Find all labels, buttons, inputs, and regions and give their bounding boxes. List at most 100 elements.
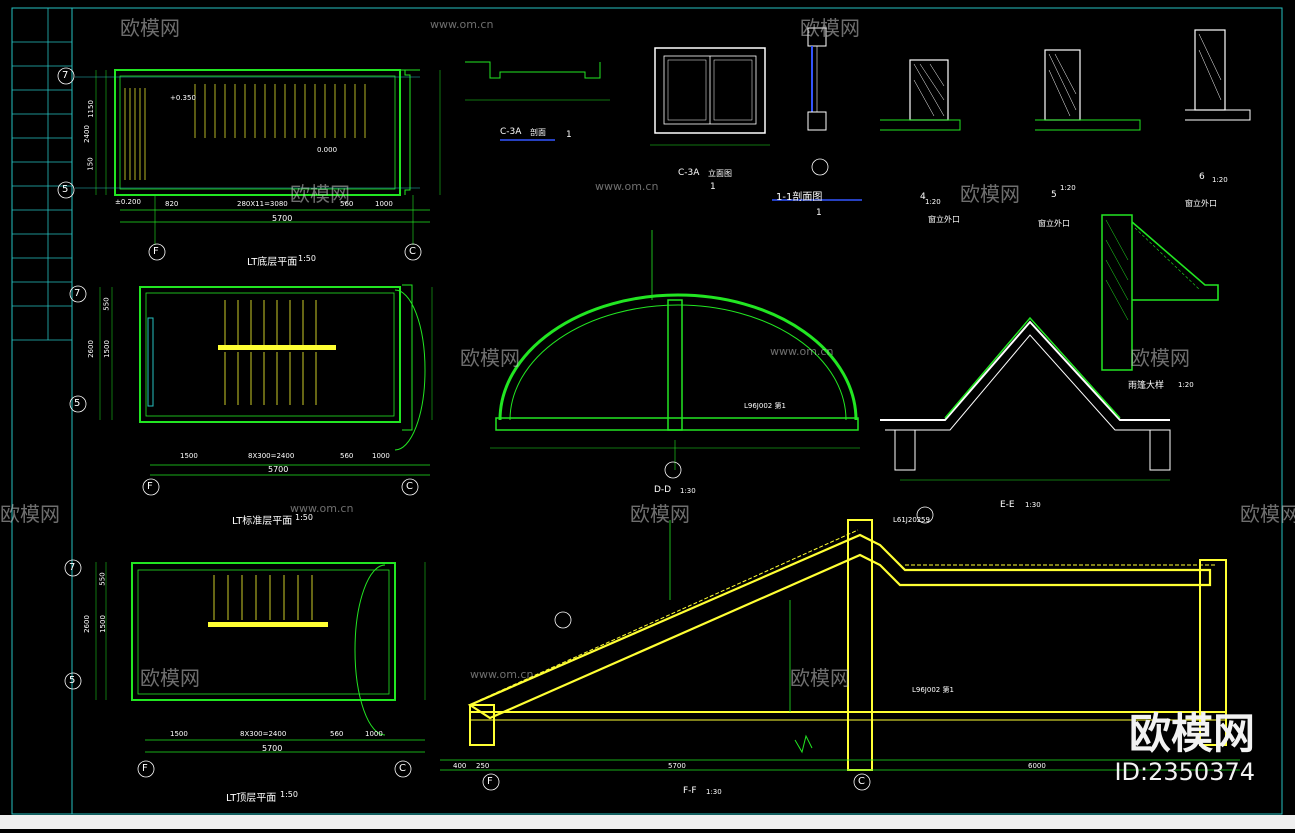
watermark-url-3: www.om.cn bbox=[770, 345, 834, 358]
ground-plan-vdim-2: 1150 bbox=[86, 100, 95, 118]
watermark-6: 欧模网 bbox=[1130, 346, 1190, 370]
section-ff-dim-4: 6000 bbox=[1028, 762, 1046, 770]
ground-plan-dim-2: 280X11=3080 bbox=[237, 200, 288, 208]
sheet-border bbox=[11, 7, 1283, 815]
c3a-section-subtitle: 剖面 bbox=[530, 128, 546, 137]
detail-5-scale: 1:20 bbox=[1060, 184, 1076, 192]
section-ff-grid-f: F bbox=[487, 776, 493, 787]
window-c3a-section bbox=[465, 61, 610, 141]
grid-bubbles bbox=[57, 67, 871, 791]
standard-plan-dim-3: 560 bbox=[340, 452, 354, 460]
top-plan-scale: 1:50 bbox=[280, 790, 298, 799]
section-dd-scale: 1:30 bbox=[680, 487, 696, 495]
lt-ground-plan bbox=[75, 69, 430, 245]
section-ff-note: L96J002 第1 bbox=[912, 686, 954, 694]
section-ff-scale: 1:30 bbox=[706, 788, 722, 796]
ground-plan-grid-f: F bbox=[153, 246, 159, 257]
section-ff bbox=[440, 506, 1240, 771]
section-1-1 bbox=[772, 27, 862, 201]
standard-plan-dim-2: 8X300=2400 bbox=[248, 452, 295, 460]
watermark-2: 欧模网 bbox=[800, 16, 860, 40]
section-ff-ref: L61J202 bbox=[893, 516, 922, 524]
top-plan-grid-f: F bbox=[142, 763, 148, 774]
ground-plan-grid-c: C bbox=[409, 246, 416, 257]
top-plan-grid-5: 5 bbox=[69, 675, 76, 686]
c3a-elevation-title: C-3A bbox=[678, 168, 700, 178]
ground-plan-level-1: +0.350 bbox=[170, 94, 196, 102]
top-plan-vdim-3: 550 bbox=[98, 572, 107, 586]
ground-plan-level-3: 0.000 bbox=[317, 146, 338, 154]
detail-4 bbox=[880, 59, 961, 131]
top-plan-dim-3: 560 bbox=[330, 730, 344, 738]
standard-plan-vdim-3: 550 bbox=[102, 297, 111, 311]
watermark-11: 欧模网 bbox=[790, 666, 850, 690]
section-ff-dim-2: 250 bbox=[476, 762, 490, 770]
standard-plan-grid-f: F bbox=[147, 481, 153, 492]
top-plan-title: LT顶层平面 bbox=[226, 793, 277, 804]
watermark-3: 欧模网 bbox=[290, 182, 350, 206]
watermark-url-1: www.om.cn bbox=[430, 18, 494, 31]
detail-6-scale: 1:20 bbox=[1212, 176, 1228, 184]
ground-plan-vdim-1: 2400 bbox=[82, 125, 91, 143]
c3a-elevation-num: 1 bbox=[710, 182, 716, 192]
standard-plan-grid-5: 5 bbox=[74, 398, 81, 409]
detail-6-num: 6 bbox=[1199, 172, 1205, 182]
section-dd-note: L96J002 第1 bbox=[744, 402, 786, 410]
watermark-url-5: www.om.cn bbox=[470, 668, 534, 681]
ground-plan-dim-4: 1000 bbox=[375, 200, 393, 208]
canopy-detail bbox=[1101, 214, 1219, 371]
ground-plan-dim-1: 820 bbox=[165, 200, 179, 208]
ground-plan-dim-3: 560 bbox=[340, 200, 354, 208]
section-ff-ref-num: 59 bbox=[921, 516, 930, 524]
ground-plan-title: LT底层平面 bbox=[247, 257, 298, 268]
detail-6-title: 窗立外口 bbox=[1185, 199, 1217, 208]
canopy-scale: 1:20 bbox=[1178, 381, 1194, 389]
detail-4-num: 4 bbox=[920, 192, 926, 202]
standard-plan-grid-7: 7 bbox=[74, 288, 81, 299]
top-plan-dim-4: 1000 bbox=[365, 730, 383, 738]
watermark-url-2: www.om.cn bbox=[595, 180, 659, 193]
ground-plan-total-dim: 5700 bbox=[272, 214, 293, 223]
top-plan-vdim-2: 1500 bbox=[98, 615, 107, 633]
brand-id: ID:2350374 bbox=[1114, 758, 1255, 786]
watermark-4: 欧模网 bbox=[960, 182, 1020, 206]
ground-plan-grid-5: 5 bbox=[62, 184, 69, 195]
detail-4-title: 窗立外口 bbox=[928, 215, 960, 224]
bottom-watermark-strip bbox=[0, 815, 1295, 829]
watermark-1: 欧模网 bbox=[120, 16, 180, 40]
canopy-title: 雨篷大样 bbox=[1128, 381, 1165, 391]
detail-5 bbox=[1035, 49, 1141, 131]
ground-plan-scale: 1:50 bbox=[298, 254, 316, 263]
top-plan-dim-2: 8X300=2400 bbox=[240, 730, 287, 738]
section-1-1-num: 1 bbox=[816, 208, 822, 218]
section-ff-dim-3: 5700 bbox=[668, 762, 686, 770]
watermark-5: 欧模网 bbox=[460, 346, 520, 370]
detail-4-scale: 1:20 bbox=[925, 198, 941, 206]
watermark-9: 欧模网 bbox=[1240, 502, 1295, 526]
section-dd-title: D-D bbox=[654, 485, 672, 495]
top-plan-grid-c: C bbox=[399, 763, 406, 774]
standard-plan-grid-c: C bbox=[406, 481, 413, 492]
lt-top-plan bbox=[131, 562, 425, 753]
c3a-section-num: 1 bbox=[566, 130, 572, 140]
section-1-1-title: 1-1剖面图 bbox=[776, 192, 823, 203]
section-dd bbox=[490, 230, 860, 470]
standard-plan-dim-1: 1500 bbox=[180, 452, 198, 460]
watermark-url-4: www.om.cn bbox=[290, 502, 354, 515]
top-plan-dim-1: 1500 bbox=[170, 730, 188, 738]
ground-plan-level-2: ±0.200 bbox=[115, 198, 141, 206]
title-block bbox=[11, 8, 72, 341]
dimension-ticks bbox=[95, 70, 441, 700]
detail-6 bbox=[1185, 29, 1251, 121]
standard-plan-title: LT标准层平面 bbox=[232, 516, 293, 527]
c3a-elevation-subtitle: 立面图 bbox=[708, 169, 732, 178]
section-ee-scale: 1:30 bbox=[1025, 501, 1041, 509]
top-plan-total-dim: 5700 bbox=[262, 744, 283, 753]
watermark-10: 欧模网 bbox=[140, 666, 200, 690]
section-ff-title: F-F bbox=[683, 786, 697, 796]
standard-plan-scale: 1:50 bbox=[295, 513, 313, 522]
standard-plan-dim-4: 1000 bbox=[372, 452, 390, 460]
detail-5-title: 窗立外口 bbox=[1038, 219, 1070, 228]
